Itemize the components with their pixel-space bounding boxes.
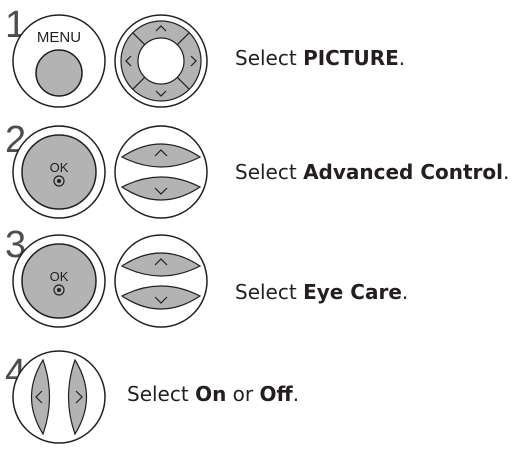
step-4-instruction: Select On or Off.: [127, 382, 299, 406]
step-1-instruction: Select PICTURE.: [235, 46, 405, 70]
step-4: 4 Select On or Off.: [0, 340, 529, 451]
instruction-suffix: .: [503, 160, 509, 184]
instruction-prefix: Select: [127, 382, 195, 406]
left-right-arrows-icon[interactable]: [10, 348, 108, 446]
menu-button[interactable]: MENU: [10, 12, 108, 110]
menu-item-picture: PICTURE: [303, 46, 399, 70]
menu-item-advanced-control: Advanced Control: [303, 160, 503, 184]
instruction-prefix: Select: [235, 46, 303, 70]
instruction-prefix: Select: [235, 160, 303, 184]
up-down-arrows-icon[interactable]: [112, 232, 210, 330]
step-2-instruction: Select Advanced Control.: [235, 160, 509, 184]
up-down-arrows-icon[interactable]: [112, 123, 210, 221]
menu-label: MENU: [37, 29, 81, 46]
step-3-instruction: Select Eye Care.: [235, 280, 408, 304]
option-off: Off: [260, 382, 293, 406]
instruction-suffix: .: [402, 280, 408, 304]
step-1: 1 MENU Select PICTURE.: [0, 0, 529, 115]
step-2: 2 OK Select Advanced Control.: [0, 115, 529, 220]
menu-item-eye-care: Eye Care: [303, 280, 402, 304]
ok-label: OK: [50, 269, 69, 284]
ok-label: OK: [50, 160, 69, 175]
instruction-prefix: Select: [235, 280, 303, 304]
ok-button[interactable]: OK: [10, 232, 108, 330]
ok-button[interactable]: OK: [10, 123, 108, 221]
instruction-suffix: .: [293, 382, 299, 406]
instruction-joiner: or: [226, 382, 259, 406]
step-3: 3 OK Select Eye Care.: [0, 220, 529, 340]
instruction-suffix: .: [399, 46, 405, 70]
navigation-wheel-icon[interactable]: [112, 12, 210, 110]
option-on: On: [195, 382, 226, 406]
